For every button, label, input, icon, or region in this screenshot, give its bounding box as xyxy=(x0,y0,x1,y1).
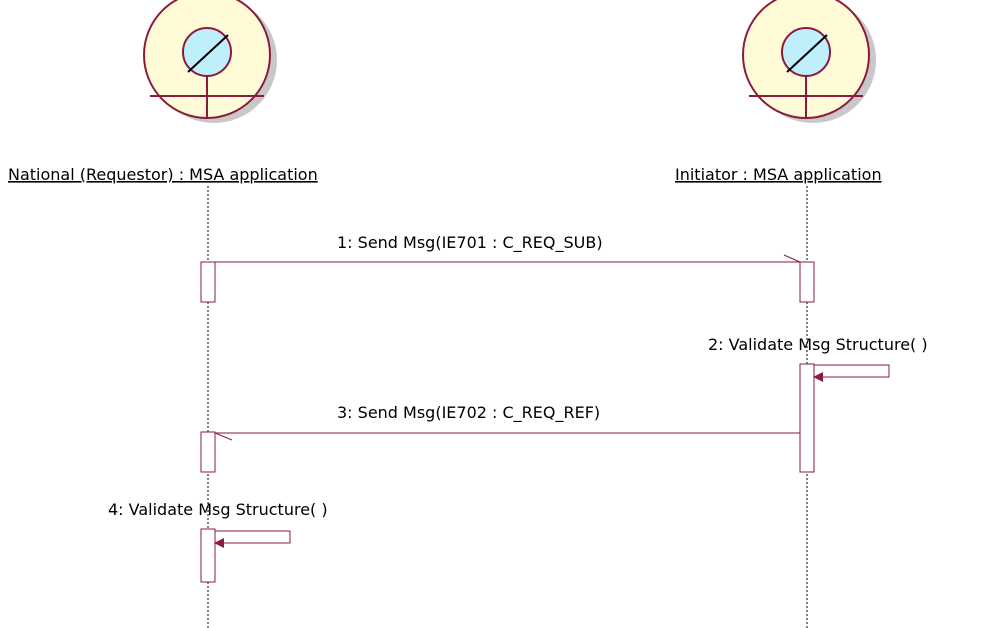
message-4-label: 4: Validate Msg Structure( ) xyxy=(108,500,328,519)
message-4: 4: Validate Msg Structure( ) xyxy=(108,500,328,548)
message-2: 2: Validate Msg Structure( ) xyxy=(708,335,928,382)
message-1-arrowhead xyxy=(783,254,801,263)
message-3: 3: Send Msg(IE702 : C_REQ_REF) xyxy=(214,403,800,441)
activation-national-3 xyxy=(200,528,216,583)
actor-national-label: National (Requestor) : MSA application xyxy=(8,165,318,184)
message-1-label: 1: Send Msg(IE701 : C_REQ_SUB) xyxy=(337,233,603,253)
actor-national-icon xyxy=(143,0,277,123)
message-3-label: 3: Send Msg(IE702 : C_REQ_REF) xyxy=(337,403,600,423)
message-2-label: 2: Validate Msg Structure( ) xyxy=(708,335,928,354)
message-4-arrow xyxy=(214,530,291,548)
activation-initiator-1 xyxy=(799,261,815,303)
message-3-arrowhead xyxy=(214,432,233,441)
activation-initiator-2 xyxy=(799,363,815,473)
actor-initiator-icon xyxy=(742,0,876,123)
actor-initiator-label: Initiator : MSA application xyxy=(675,165,882,184)
message-2-arrow xyxy=(813,364,890,382)
activation-national-1 xyxy=(200,261,216,303)
message-1: 1: Send Msg(IE701 : C_REQ_SUB) xyxy=(215,233,801,263)
activation-national-2 xyxy=(200,431,216,473)
